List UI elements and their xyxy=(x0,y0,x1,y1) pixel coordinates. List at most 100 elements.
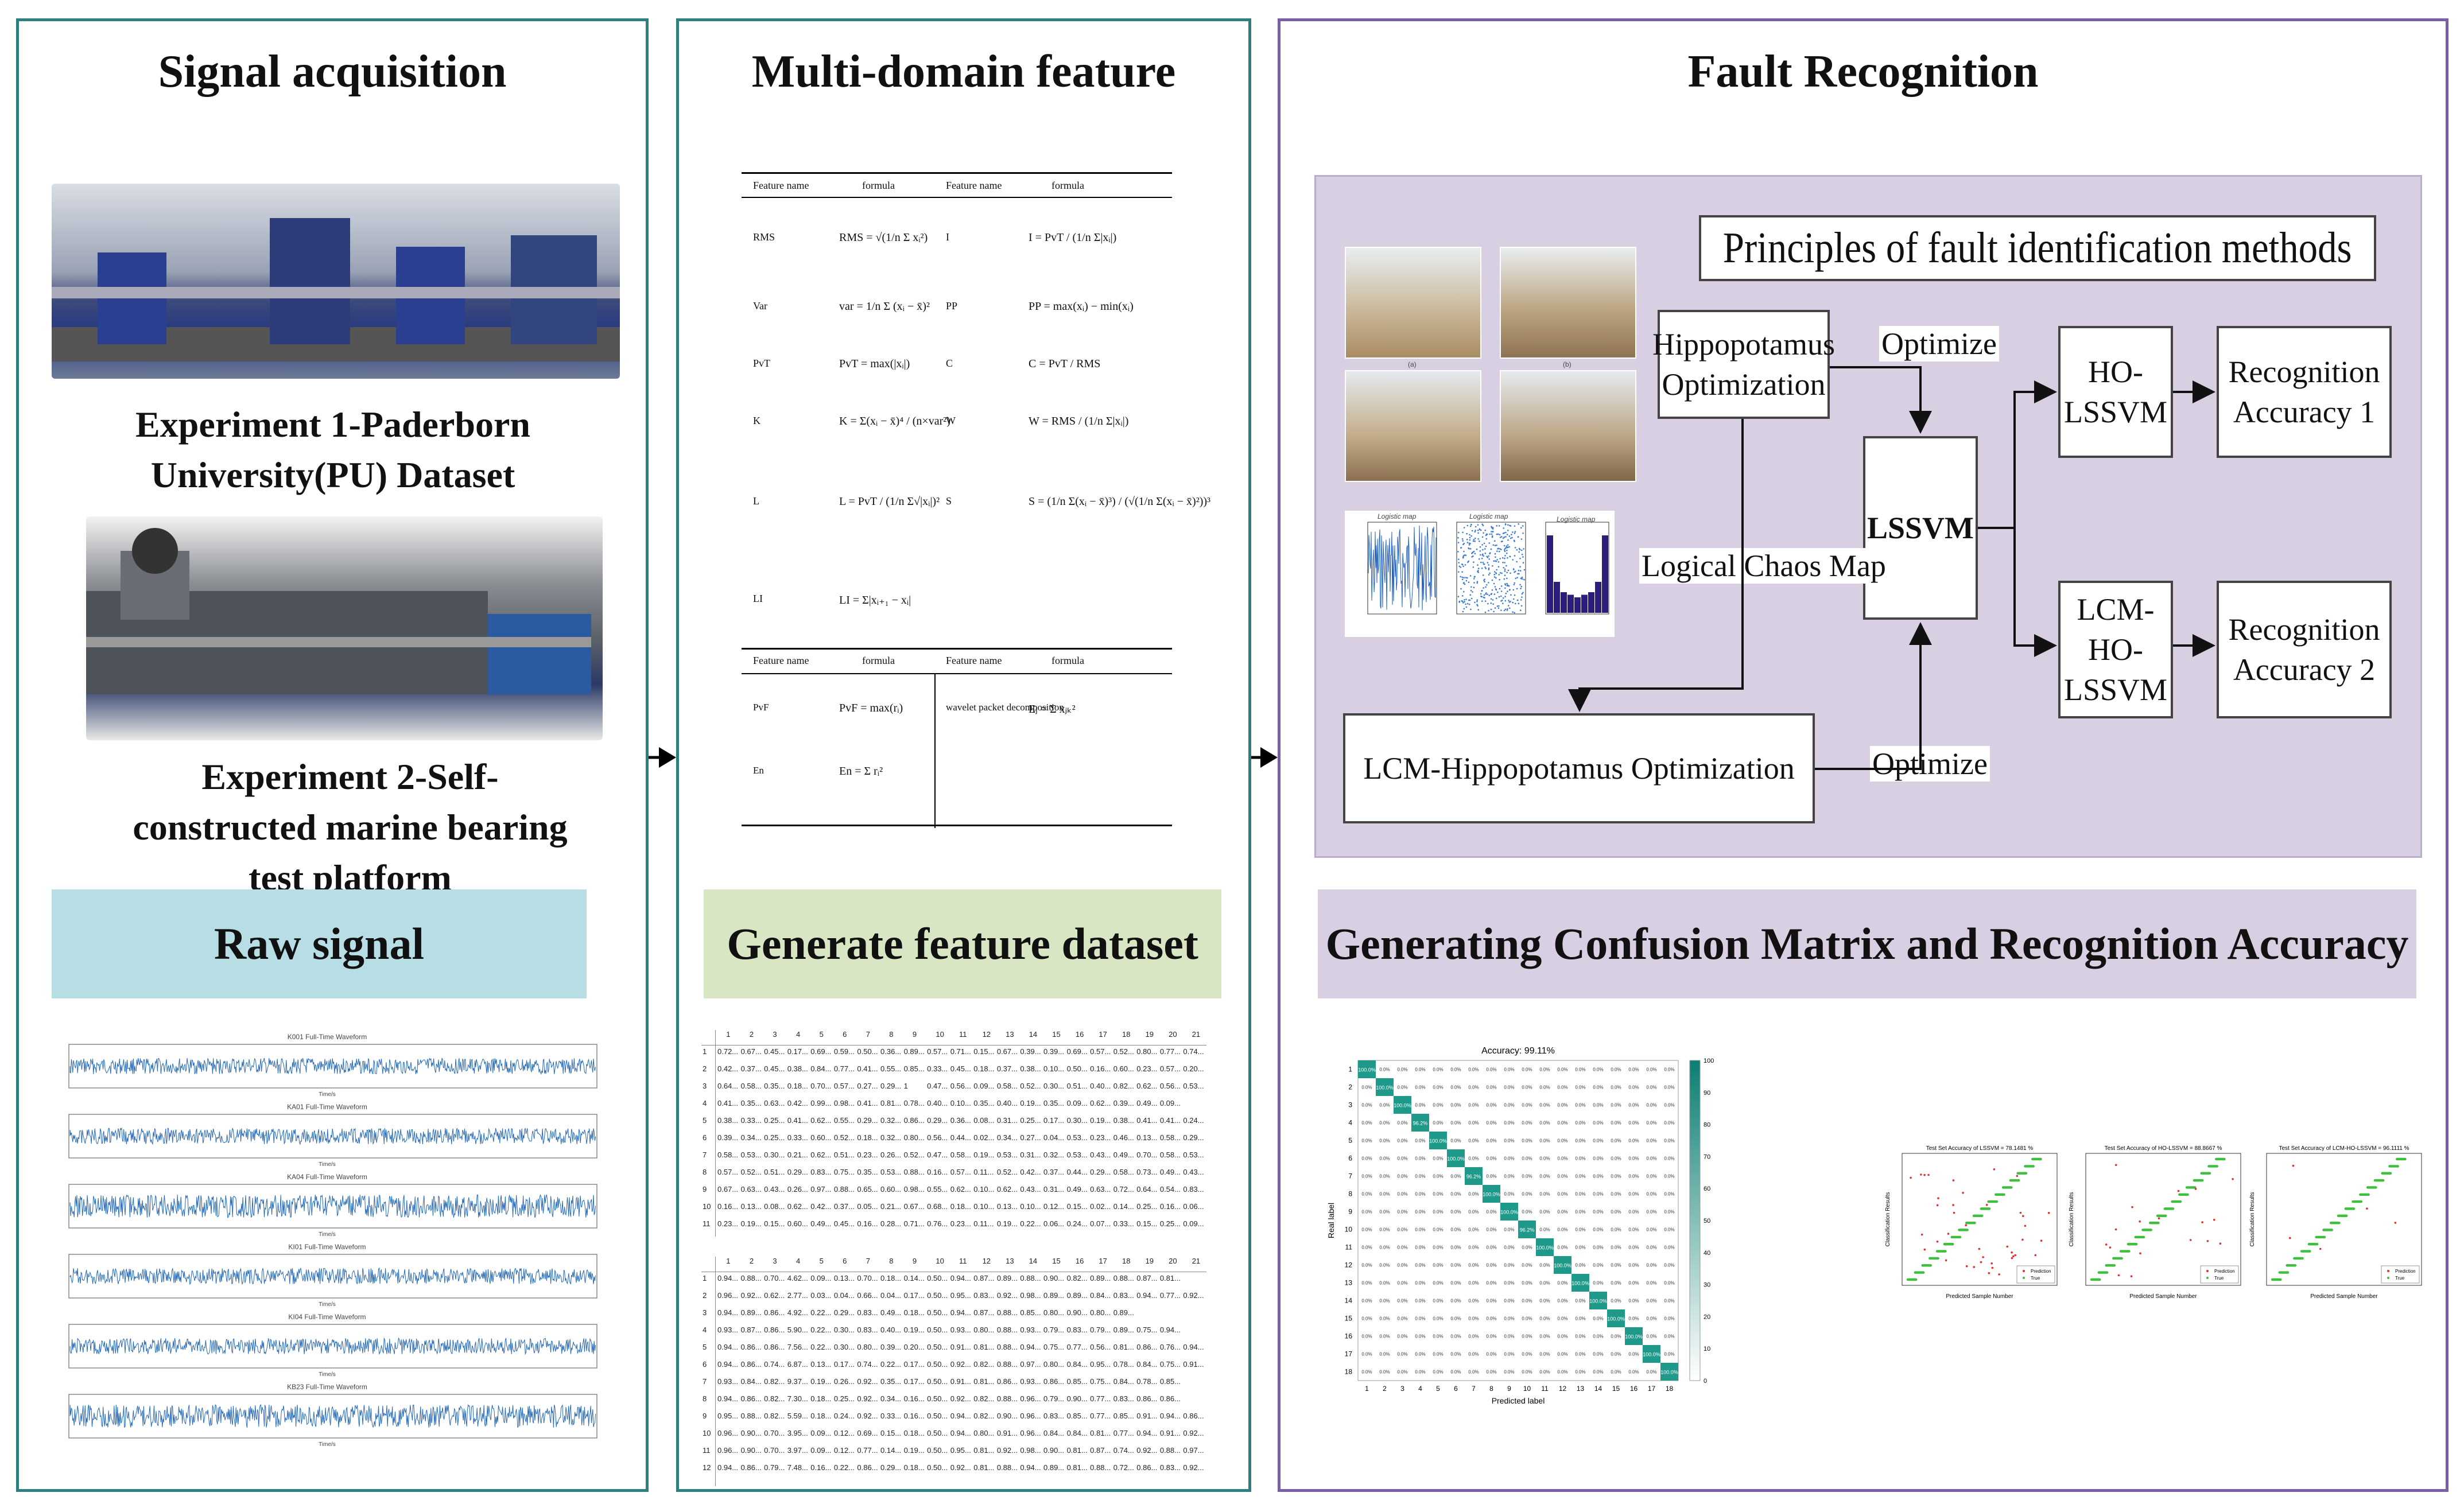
dataset-row-index: 11 xyxy=(703,1446,711,1455)
scatter-legend xyxy=(2200,1265,2239,1284)
confusion-off-label: 0.0% xyxy=(1379,1316,1390,1321)
waveform-title: KA04 Full-Time Waveform xyxy=(287,1173,367,1181)
confusion-off-label: 0.0% xyxy=(1486,1316,1496,1321)
experiment1-caption: Experiment 1-Paderborn University(PU) Da… xyxy=(135,404,530,495)
logistic-point xyxy=(1505,545,1508,547)
logistic-point xyxy=(1484,600,1487,602)
dataset-cell: 0.47... xyxy=(927,1150,948,1159)
logistic-point xyxy=(1461,563,1463,565)
confusion-off-label: 0.0% xyxy=(1628,1370,1639,1375)
logistic-point xyxy=(1461,538,1464,540)
dataset-cell: 0.82... xyxy=(1113,1082,1134,1090)
confusion-off-label: 0.0% xyxy=(1664,1210,1674,1215)
confusion-off-label: 0.0% xyxy=(1397,1352,1407,1357)
dataset-row-index: 5 xyxy=(703,1343,707,1351)
marine-bearing-platform-photo xyxy=(86,516,603,740)
dataset-cell: 0.41... xyxy=(857,1064,878,1073)
confusion-off-label: 0.0% xyxy=(1664,1067,1674,1072)
confusion-off-label: 0.0% xyxy=(1646,1316,1656,1321)
dataset-cell: 0.86... xyxy=(1159,1394,1181,1403)
confusion-diag-cell xyxy=(1500,1203,1518,1221)
dataset-cell: 0.88... xyxy=(740,1412,762,1420)
dataset-cell: 0.81... xyxy=(1159,1274,1181,1282)
logistic-point xyxy=(1476,599,1479,601)
scatter-legend-true-marker xyxy=(2023,1277,2025,1279)
dataset-cell: 0.58... xyxy=(1159,1133,1181,1142)
logistic-point xyxy=(1500,609,1502,611)
dataset-cell: 0.95... xyxy=(950,1446,971,1455)
logistic-point xyxy=(1495,588,1497,590)
logistic-point xyxy=(1514,612,1515,614)
scatter-pred-point xyxy=(1978,1247,1981,1250)
confusion-off-label: 0.0% xyxy=(1593,1334,1603,1339)
scatter-pred-point xyxy=(2206,1240,2209,1242)
scatter-true-point xyxy=(2039,1157,2042,1161)
confusion-off-label: 0.0% xyxy=(1486,1121,1496,1126)
dataset-cell: 0.97... xyxy=(1020,1360,1041,1369)
confusion-y-tick: 4 xyxy=(1348,1119,1352,1127)
generate-feature-dataset-banner: Generate feature dataset xyxy=(704,889,1221,998)
confusion-off-label: 0.0% xyxy=(1664,1352,1674,1357)
colorbar-tick: 50 xyxy=(1704,1218,1710,1225)
dataset-cell: 0.53... xyxy=(1066,1150,1088,1159)
feature-formula: W = RMS / (1/n Σ|xᵢ|) xyxy=(1029,415,1129,427)
confusion-off-label: 0.0% xyxy=(1397,1174,1407,1179)
dataset-cell: 0.87... xyxy=(973,1274,995,1282)
logistic-point xyxy=(1504,570,1506,572)
confusion-off-label: 0.0% xyxy=(1468,1210,1479,1215)
dataset-cell: 9.37... xyxy=(787,1377,808,1386)
confusion-off-label: 0.0% xyxy=(1415,1156,1425,1161)
logistic-point xyxy=(1477,532,1479,534)
colorbar-tick: 40 xyxy=(1704,1250,1710,1257)
dataset-cell: 5.90... xyxy=(787,1326,808,1334)
logistic-point xyxy=(1495,597,1497,599)
scatter-true-point xyxy=(1937,1257,1939,1260)
dataset-cell: 0.15... xyxy=(973,1047,995,1056)
feature-formula: K = Σ(xᵢ − x̄)⁴ / (n×var²) xyxy=(839,415,950,427)
confusion-off-label: 0.0% xyxy=(1575,1085,1585,1090)
logistic-point xyxy=(1508,535,1511,537)
confusion-off-label: 0.0% xyxy=(1504,1263,1514,1268)
confusion-off-label: 0.0% xyxy=(1611,1245,1621,1250)
logistic-point xyxy=(1507,569,1510,572)
confusion-off-label: 0.0% xyxy=(1611,1103,1621,1108)
logistic-point xyxy=(1483,563,1485,565)
logistic-point xyxy=(1488,567,1490,569)
feature-name: L xyxy=(753,495,759,507)
logistic-point xyxy=(1488,569,1490,570)
logistic-point xyxy=(1476,582,1478,584)
logistic-hist-bar xyxy=(1554,582,1560,613)
dataset-cell: 0.91... xyxy=(1136,1412,1158,1420)
confusion-off-label: 0.0% xyxy=(1468,1316,1479,1321)
logistic-point xyxy=(1519,584,1521,586)
logistic-point xyxy=(1485,538,1488,540)
confusion-off-label: 0.0% xyxy=(1415,1245,1425,1250)
dataset-col-header: 9 xyxy=(912,1030,917,1039)
logistic-point xyxy=(1522,556,1524,558)
confusion-off-label: 0.0% xyxy=(1646,1210,1656,1215)
dataset-cell: 0.57... xyxy=(833,1082,855,1090)
confusion-off-label: 0.0% xyxy=(1664,1334,1674,1339)
logistic-point xyxy=(1491,527,1493,528)
scatter-plot-lssvm-svg: Test Set Accuracy of LSSVM = 78.1481 %Pr… xyxy=(1885,1145,2058,1300)
scatter-legend xyxy=(2016,1265,2055,1284)
logistic-point xyxy=(1509,589,1511,591)
dataset-cell: 0.84... xyxy=(1113,1377,1134,1386)
logistic-point xyxy=(1477,529,1479,531)
dataset-cell: 0.50... xyxy=(927,1291,948,1300)
waveform-signal xyxy=(69,1267,596,1285)
dataset-cell: 0.30... xyxy=(833,1326,855,1334)
scatter-pred-point xyxy=(1910,1176,1912,1179)
multi-domain-feature-panel xyxy=(676,18,1251,1492)
logistic-point xyxy=(1488,564,1489,566)
waveform-xlabel: Time/s xyxy=(319,1231,336,1238)
confusion-off-label: 0.0% xyxy=(1611,1334,1621,1339)
scatter-pred-point xyxy=(2011,1257,2013,1260)
dataset-row-index: 4 xyxy=(703,1099,707,1107)
dataset-cell: 0.12... xyxy=(1043,1202,1065,1211)
logistic-point xyxy=(1462,556,1464,558)
scatter-pred-point xyxy=(2131,1206,2133,1208)
logistic-point xyxy=(1504,523,1507,525)
logistic-point xyxy=(1468,542,1470,544)
dataset-cell: 0.54... xyxy=(1159,1185,1181,1194)
